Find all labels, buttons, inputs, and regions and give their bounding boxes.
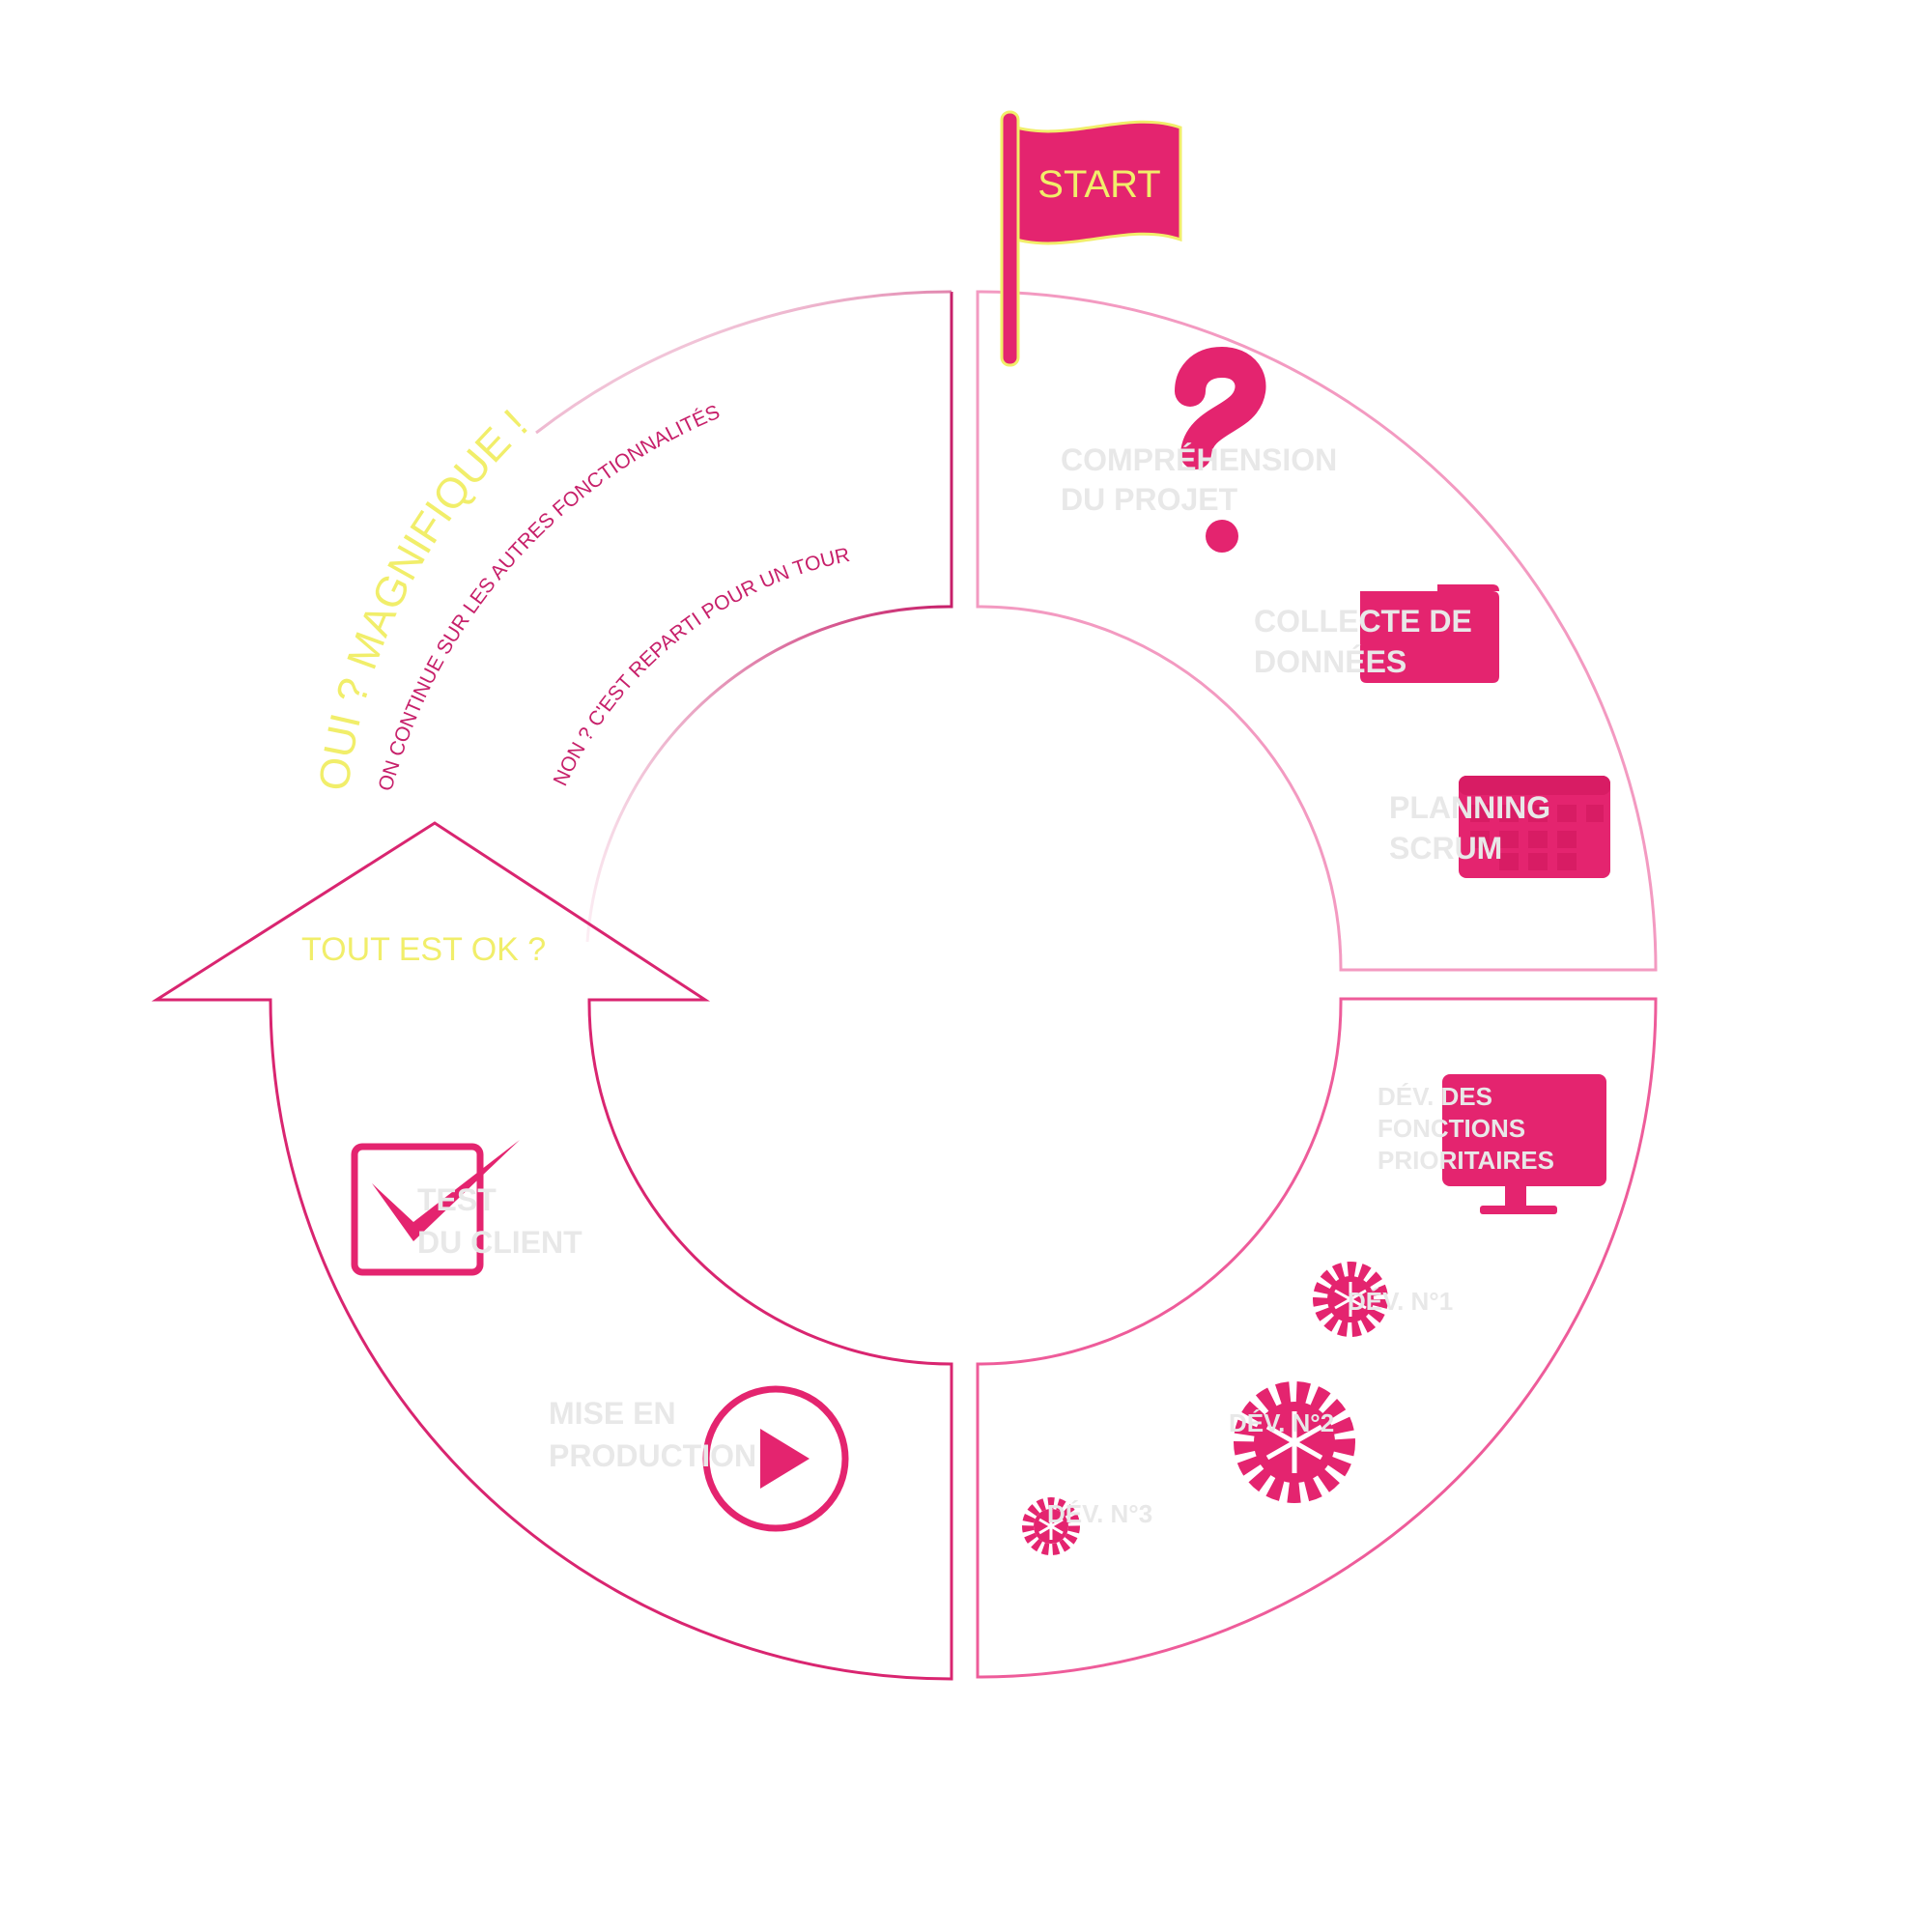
monitor-icon [1442, 1074, 1606, 1214]
svg-text:FONCTIONS: FONCTIONS [1378, 1114, 1525, 1143]
gear-icon-dev1 [1313, 1262, 1388, 1337]
dev2-label: DÉV. N°2 [1229, 1408, 1334, 1437]
svg-text:DÉV. DES: DÉV. DES [1378, 1082, 1492, 1111]
folder-icon [1360, 584, 1499, 683]
svg-text:COLLECTE DE: COLLECTE DE [1254, 604, 1472, 639]
test-client-label: TEST DU CLIENT [417, 1182, 582, 1260]
start-flag-label: START [1037, 163, 1160, 206]
svg-text:PRIORITAIRES: PRIORITAIRES [1378, 1146, 1554, 1175]
svg-text:DONNÉES: DONNÉES [1254, 644, 1406, 679]
svg-text:PRODUCTION: PRODUCTION [549, 1438, 756, 1473]
tout-est-ok-label: TOUT EST OK ? [301, 931, 546, 968]
quadrant-top-left-outer [949, 292, 953, 609]
svg-text:COMPRÉHENSION: COMPRÉHENSION [1061, 442, 1337, 477]
dev3-label: DÉV. N°3 [1047, 1499, 1152, 1528]
dev-fonctions-label: DÉV. DES FONCTIONS PRIORITAIRES [1378, 1082, 1554, 1175]
calendar-icon [1459, 776, 1610, 878]
oui-magnifique-text: OUI ? MAGNIFIQUE ! [310, 401, 537, 794]
checkbox-icon [351, 1140, 520, 1276]
collecte-label: COLLECTE DE DONNÉES [1254, 604, 1472, 679]
svg-text:MISE EN: MISE EN [549, 1396, 676, 1431]
quadrant-top-right [976, 290, 1658, 972]
svg-text:TEST: TEST [417, 1182, 497, 1217]
mise-en-production-label: MISE EN PRODUCTION [549, 1396, 756, 1473]
dev1-label: DÉV. N°1 [1348, 1287, 1453, 1316]
planning-label: PLANNING SCRUM [1389, 790, 1550, 866]
svg-text:DU PROJET: DU PROJET [1061, 482, 1238, 517]
svg-text:PLANNING: PLANNING [1389, 790, 1550, 825]
play-icon [702, 1385, 849, 1532]
svg-text:SCRUM: SCRUM [1389, 831, 1502, 866]
start-flag-icon: START [1000, 110, 1182, 367]
gear-icon-dev2 [1234, 1381, 1355, 1503]
quadrant-top-left-arc [535, 290, 952, 435]
gear-icon-dev3 [1022, 1497, 1080, 1555]
comprehension-label: COMPRÉHENSION DU PROJET [1061, 442, 1337, 517]
quadrant-bottom-left-arrow [151, 821, 953, 1681]
quadrant-top-left-inner [585, 605, 950, 943]
non-restart-text: NON ? C'EST REPARTI POUR UN TOUR [550, 544, 852, 789]
question-mark-icon [1175, 346, 1266, 553]
svg-text:DU CLIENT: DU CLIENT [417, 1225, 582, 1260]
quadrant-bottom-right [976, 997, 1658, 1679]
